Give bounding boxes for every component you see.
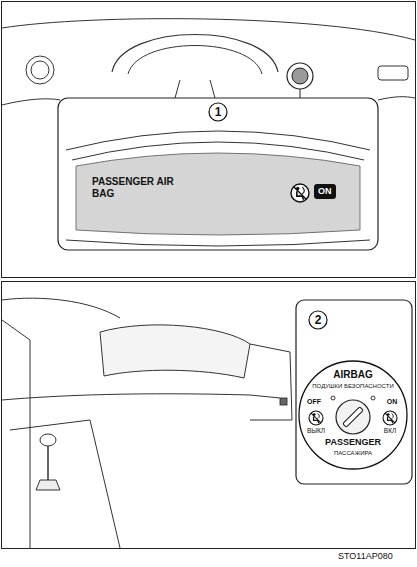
panel-frame	[2, 2, 416, 278]
panel-text: ВЫКЛ	[307, 428, 325, 435]
lens-rim	[66, 240, 370, 246]
detail-inset	[58, 98, 378, 250]
airbag-switch	[280, 398, 287, 405]
air-vent	[378, 66, 408, 80]
panel-text: PASSENGER	[325, 438, 381, 447]
gear-knob	[40, 434, 56, 446]
panel-text: ПОДУШКИ БЕЗОПАСНОСТИ	[312, 383, 393, 389]
callout-number: 1	[208, 102, 228, 122]
panel-text: PASSENGER AIR BAG	[92, 176, 177, 199]
steering-column	[175, 80, 215, 98]
callout-number-outline	[309, 311, 327, 329]
detail-inset	[296, 300, 412, 484]
steering-wheel	[128, 46, 262, 75]
panel-text: ON	[387, 398, 398, 405]
panel-text: ВКЛ	[384, 428, 396, 435]
indicator-lamp	[287, 63, 313, 89]
figure-code: STO11AP080	[338, 552, 393, 561]
key-slot	[343, 407, 364, 428]
steering-wheel	[112, 35, 278, 73]
air-vent	[26, 56, 54, 84]
gear-boot	[36, 480, 60, 490]
airbag-on-icon	[383, 411, 397, 425]
switch-plate-outline	[299, 361, 407, 469]
lens-rim	[66, 131, 370, 150]
air-vent	[31, 61, 49, 79]
panel-frame	[2, 282, 416, 549]
dashboard-line	[2, 394, 280, 400]
panel-text: ПАССАЖИРА	[334, 450, 372, 456]
glove-box	[100, 325, 250, 378]
leader-line	[300, 89, 301, 98]
callout-number: 1	[208, 102, 228, 122]
position-dot	[331, 396, 335, 400]
indicator-lens	[76, 153, 360, 235]
gear-lever	[47, 446, 49, 480]
dashboard-line	[2, 19, 415, 40]
callout-number: 2	[308, 310, 328, 330]
pillar-line	[2, 320, 30, 548]
indicator-panel: PASSENGER AIR BAG ON	[76, 165, 360, 228]
airbag-off-icon	[309, 411, 323, 425]
panel-text: AIRBAG	[333, 370, 372, 380]
position-dot	[371, 396, 375, 400]
panel-text: ON	[318, 187, 332, 196]
status-badge: ON	[314, 184, 336, 199]
airbag-off-icon	[291, 184, 309, 202]
dashboard-side	[250, 344, 292, 420]
panel-text: OFF	[307, 398, 321, 405]
callout-number: 2	[308, 310, 328, 330]
switch-plate: AIRBAG ПОДУШКИ БЕЗОПАСНОСТИ OFF ON ВЫКЛ ВКЛPA…	[298, 360, 408, 470]
center-console	[10, 420, 120, 548]
indicator-lamp	[292, 68, 308, 84]
callout-number-outline	[209, 103, 227, 121]
key-cylinder	[336, 400, 370, 434]
dashboard-line	[2, 298, 120, 318]
